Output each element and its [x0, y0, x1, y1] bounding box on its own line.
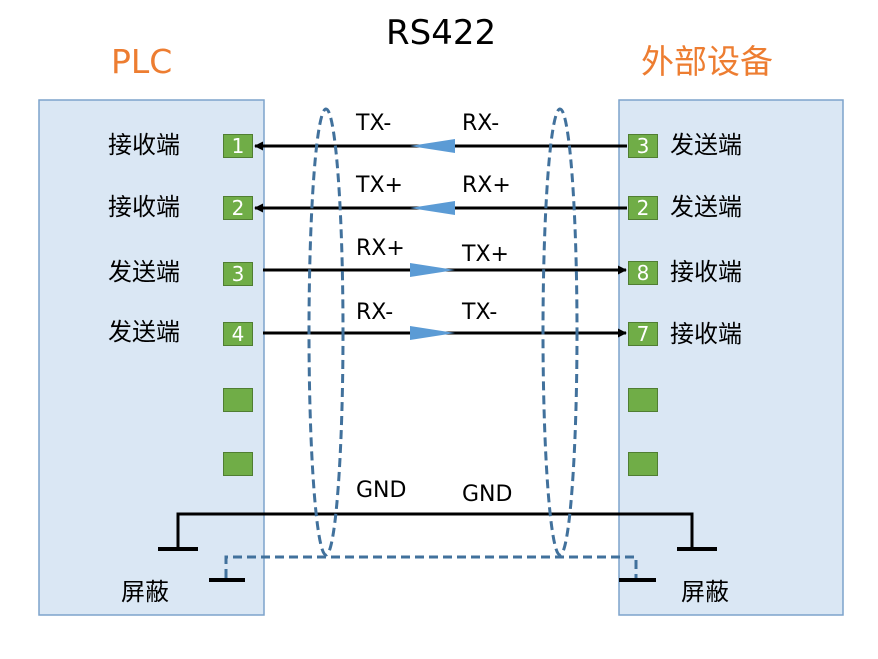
ext-shield-label: 屏蔽	[681, 578, 729, 606]
plc-pin-5	[223, 388, 253, 412]
shield-wire	[224, 555, 638, 578]
ext-pin-2: 2	[628, 196, 658, 220]
wire-3-right-signal: TX+	[462, 242, 509, 267]
wire-4-right-signal: TX-	[462, 300, 498, 325]
ext-port-label-3: 接收端	[670, 258, 742, 286]
plc-pin-3: 3	[223, 262, 253, 286]
ext-port-label-2: 发送端	[670, 193, 742, 221]
external-device-title: 外部设备	[641, 42, 773, 81]
plc-port-label-2: 接收端	[108, 193, 180, 221]
plc-device-box	[38, 99, 265, 616]
wire-1-left-signal: TX-	[356, 111, 392, 136]
cable-bundle-left-ellipse	[307, 107, 345, 557]
wire-1-right-signal: RX-	[462, 111, 500, 136]
plc-pin-1: 1	[223, 134, 253, 158]
plc-pin-4: 4	[223, 322, 253, 346]
gnd-wire	[176, 512, 694, 549]
ext-pin-3: 3	[628, 134, 658, 158]
signal-direction-arrow-2	[410, 201, 455, 215]
plc-pin-6	[223, 452, 253, 476]
wire-2-right-signal: RX+	[462, 173, 511, 198]
ext-port-label-4: 接收端	[670, 320, 742, 348]
ext-pin-7: 7	[628, 322, 658, 346]
external-device-box	[618, 99, 844, 616]
signal-direction-arrow-1	[410, 139, 455, 153]
ext-pin-5	[628, 388, 658, 412]
cable-bundle-right-ellipse	[541, 107, 579, 557]
wire-4-left-signal: RX-	[356, 300, 394, 325]
diagram-title: RS422	[386, 13, 497, 53]
signal-direction-arrow-3	[410, 263, 455, 277]
plc-title: PLC	[111, 42, 173, 81]
gnd-label-left: GND	[356, 478, 407, 503]
gnd-label-right: GND	[462, 482, 513, 507]
plc-shield-label: 屏蔽	[121, 578, 169, 606]
plc-port-label-1: 接收端	[108, 131, 180, 159]
plc-pin-2: 2	[223, 196, 253, 220]
wire-2-left-signal: TX+	[356, 173, 403, 198]
signal-direction-arrow-4	[410, 326, 455, 340]
plc-port-label-4: 发送端	[108, 318, 180, 346]
ext-port-label-1: 发送端	[670, 131, 742, 159]
wire-3-left-signal: RX+	[356, 236, 405, 261]
ext-pin-8: 8	[628, 261, 658, 285]
signal-wires	[254, 139, 627, 340]
plc-port-label-3: 发送端	[108, 258, 180, 286]
ext-pin-6	[628, 452, 658, 476]
